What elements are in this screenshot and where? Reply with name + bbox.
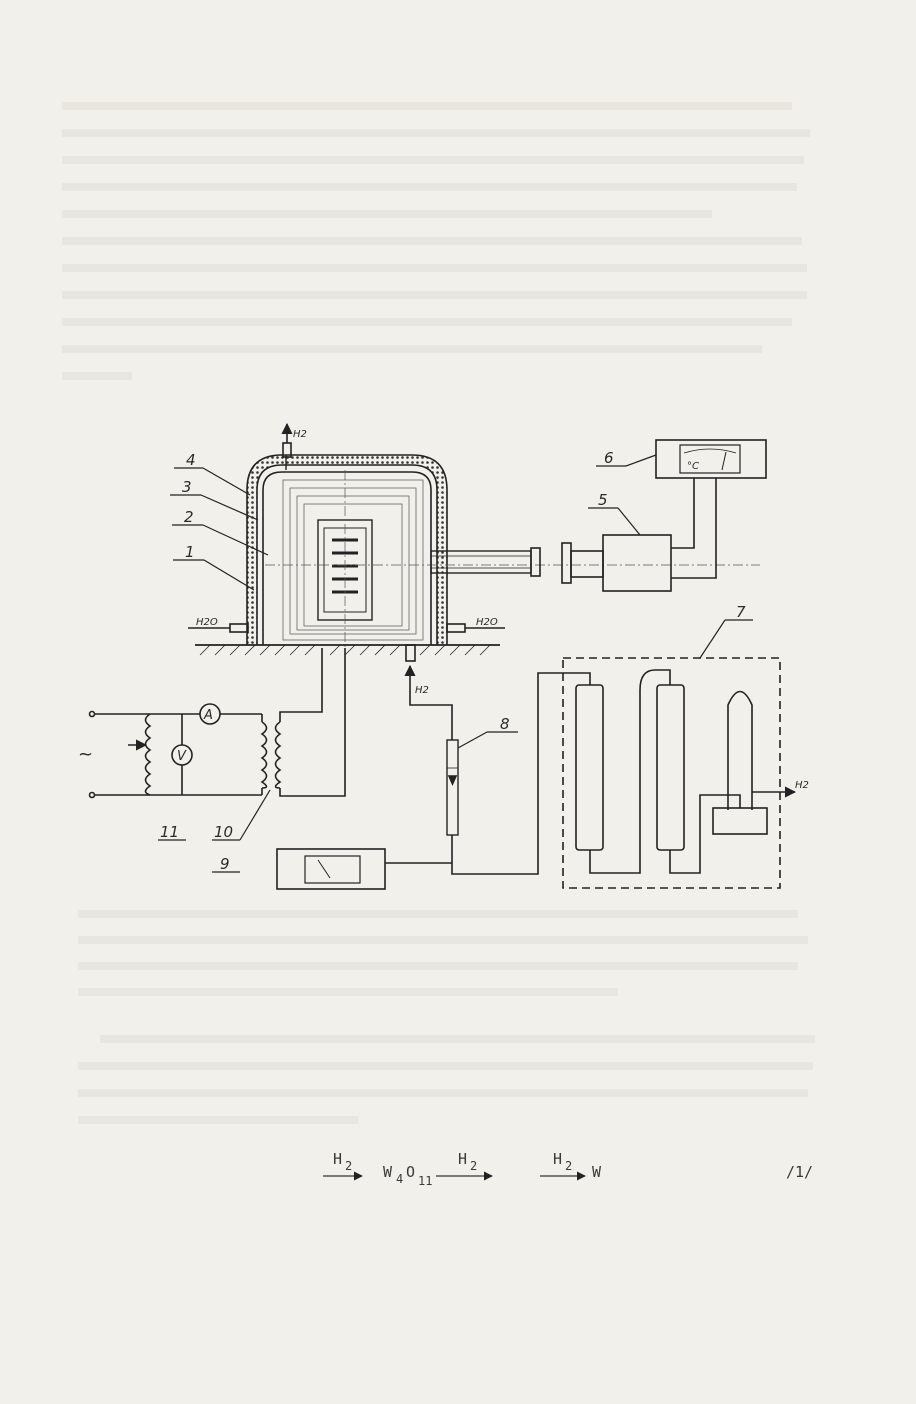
callout-3: 3: [182, 478, 192, 496]
gas-purifier-enclosure: [562, 657, 781, 889]
callout-2: 2: [184, 508, 194, 526]
eq-product: W: [592, 1163, 602, 1181]
temperature-indicator: [655, 439, 767, 479]
eq-number: /1/: [786, 1163, 813, 1181]
eq-species: W: [383, 1163, 393, 1181]
furnace-insulation: [247, 455, 447, 645]
label-ac-source: ~: [78, 744, 93, 765]
callout-5: 5: [598, 491, 608, 509]
purifier-trap: [727, 690, 753, 810]
callout-11: 11: [160, 823, 179, 841]
label-thermometer-unit: °C: [687, 461, 699, 472]
eq-h2-second: H: [458, 1150, 467, 1168]
label-h2-inlet: H2: [415, 685, 429, 696]
power-circuit: [88, 648, 346, 799]
label-h2o-right: H2O: [476, 617, 498, 628]
eq-species-sub1: 4: [396, 1172, 403, 1186]
reduction-equation: H 2 W 4 O 11 H 2 H 2 W /1/: [323, 1150, 813, 1188]
callout-8: 8: [500, 715, 510, 733]
label-h2o-left: H2O: [196, 617, 218, 628]
furnace-outer-shell: [246, 454, 448, 645]
callout-7: 7: [736, 603, 746, 621]
pyrometer: [602, 534, 672, 592]
label-voltmeter: V: [177, 749, 187, 764]
eq-h2-third: H: [553, 1150, 562, 1168]
flowmeter: [446, 739, 459, 836]
eq-species-o: O: [406, 1163, 415, 1181]
eq-species-sub2: 11: [418, 1174, 432, 1188]
heat-shields: [282, 479, 424, 641]
label-h2-outlet: H2: [795, 780, 809, 791]
label-h2-top: H2: [293, 429, 307, 440]
callout-9: 9: [220, 855, 230, 873]
eq-h2-third-sub: 2: [565, 1159, 572, 1173]
vacuum-gauge: [276, 848, 386, 890]
callout-10: 10: [214, 823, 233, 841]
callout-4: 4: [186, 451, 196, 469]
callout-1: 1: [185, 543, 195, 561]
eq-h2-first: H: [333, 1150, 342, 1168]
eq-h2-first-sub: 2: [345, 1159, 352, 1173]
h2-inlet-line: [409, 690, 453, 740]
callout-6: 6: [604, 449, 614, 467]
eq-h2-second-sub: 2: [470, 1159, 477, 1173]
label-ammeter: A: [203, 708, 213, 723]
